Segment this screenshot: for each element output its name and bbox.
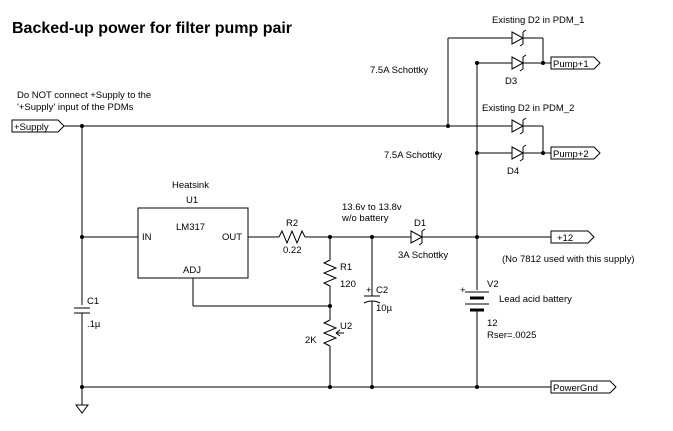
svg-text:Pump+1: Pump+1	[553, 59, 589, 70]
d2-pdm2-label: Existing D2 in PDM_2	[482, 103, 574, 114]
battery-rser: Rser=.0025	[487, 330, 536, 341]
battery-volts: 12	[487, 318, 498, 329]
no-7812-note: (No 7812 used with this supply)	[502, 254, 635, 265]
battery-v2	[465, 291, 489, 312]
battery-plus: +	[460, 285, 466, 296]
resistor-r1	[322, 259, 338, 287]
v2-ref: V2	[487, 279, 499, 290]
d1-ref: D1	[414, 218, 426, 229]
r2-ref: R2	[286, 218, 298, 229]
u1-part: LM317	[176, 222, 205, 233]
u1-pin-in: IN	[142, 232, 152, 243]
r2-value: 0.22	[283, 245, 302, 256]
v12-port: +12	[550, 230, 595, 244]
pump1-port: Pump+1	[550, 56, 601, 70]
d3-ref: D3	[505, 76, 517, 87]
c2-value: 10µ	[376, 303, 393, 314]
svg-text:+12: +12	[557, 233, 573, 244]
junction	[541, 61, 545, 65]
battery-desc: Lead acid battery	[499, 294, 572, 305]
u1-pin-out: OUT	[222, 232, 242, 243]
schottky1-label: 7.5A Schottky	[370, 65, 428, 76]
capacitor-c1	[74, 307, 90, 314]
voltage-note-2: w/o battery	[341, 213, 389, 224]
c2-plus: +	[366, 285, 372, 296]
d2-pdm1-label: Existing D2 in PDM_1	[492, 15, 584, 26]
u2-ref: U2	[340, 321, 352, 332]
svg-text:+Supply: +Supply	[14, 122, 49, 133]
voltage-note-1: 13.6v to 13.8v	[342, 202, 402, 213]
svg-text:Pump+2: Pump+2	[553, 149, 589, 160]
u2-value: 2K	[305, 335, 317, 346]
d1-type: 3A Schottky	[398, 250, 448, 261]
ground-icon	[75, 404, 89, 414]
note-line-2: '+Supply' input of the PDMs	[17, 102, 134, 113]
u1-pin-adj: ADJ	[183, 265, 201, 276]
u1-ref: U1	[186, 195, 198, 206]
junction	[475, 385, 479, 389]
supply-port: +Supply	[11, 119, 65, 133]
d4-ref: D4	[507, 166, 519, 177]
c2-ref: C2	[376, 285, 388, 296]
svg-text:PowerGnd: PowerGnd	[553, 383, 598, 394]
junction	[475, 235, 479, 239]
r1-value: 120	[340, 279, 356, 290]
r1-ref: R1	[340, 262, 352, 273]
c1-value: .1µ	[87, 319, 101, 330]
schottky2-label: 7.5A Schottky	[384, 150, 442, 161]
resistor-r2	[278, 229, 306, 245]
junction	[80, 385, 84, 389]
diagram-title: Backed-up power for filter pump pair	[12, 20, 292, 37]
pump2-port: Pump+2	[550, 146, 601, 160]
pot-wiper-arrow	[335, 329, 341, 337]
diode-d1	[410, 228, 426, 246]
note-line-1: Do NOT connect +Supply to the	[17, 90, 151, 101]
gnd-port: PowerGnd	[550, 380, 617, 394]
junction	[80, 235, 84, 239]
junction	[328, 304, 332, 308]
junction	[541, 151, 545, 155]
heatsink-label: Heatsink	[172, 180, 209, 191]
c1-ref: C1	[87, 296, 99, 307]
junction	[370, 385, 374, 389]
potentiometer-u2	[322, 319, 338, 347]
junction	[328, 385, 332, 389]
